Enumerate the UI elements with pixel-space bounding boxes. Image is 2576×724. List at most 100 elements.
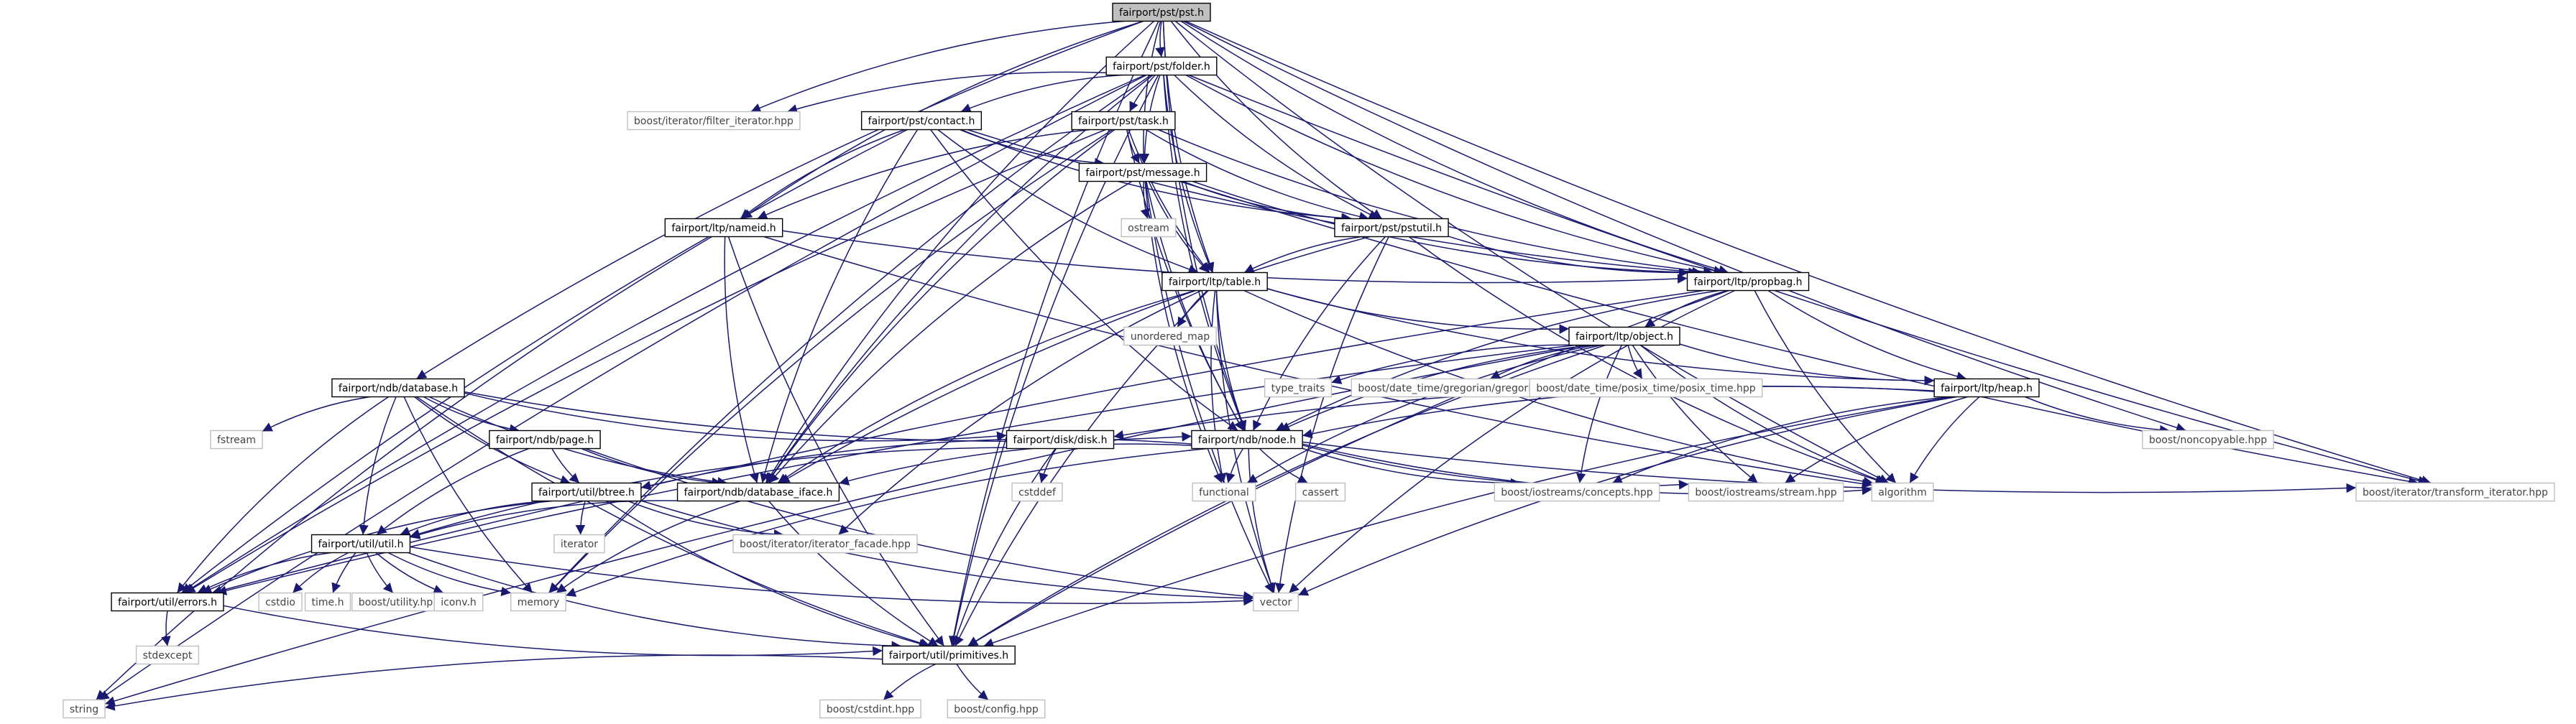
- graph-node-pstutil[interactable]: fairport/pst/pstutil.h: [1334, 218, 1449, 238]
- edge-message-to-db-iface: [768, 180, 1133, 483]
- graph-node-util[interactable]: fairport/util/util.h: [310, 534, 411, 554]
- node-box: [1006, 430, 1115, 450]
- edge-folder-to-db-iface: [766, 74, 1154, 483]
- edge-object-to-gregorian: [1489, 344, 1596, 380]
- edge-btree-to-errors: [201, 500, 553, 594]
- edge-database-to-memory: [403, 396, 533, 594]
- edge-contact-to-propbag: [967, 129, 1702, 277]
- edge-db-iface-to-primitives: [768, 501, 939, 647]
- edge-table-to-unordered-map: [1177, 289, 1208, 328]
- graph-node-object[interactable]: fairport/ltp/object.h: [1568, 326, 1680, 346]
- edge-database-to-errors: [176, 396, 389, 593]
- graph-node-errors[interactable]: fairport/util/errors.h: [111, 592, 224, 612]
- edge-object-to-errors: [216, 344, 1576, 595]
- graph-node-contact[interactable]: fairport/pst/contact.h: [860, 111, 983, 131]
- node-label: fairport/pst/task.h: [1078, 116, 1169, 127]
- graph-node-page[interactable]: fairport/ndb/page.h: [489, 430, 601, 450]
- edge-folder-to-primitives: [949, 75, 1159, 646]
- node-box: [1112, 2, 1211, 22]
- node-box: [1264, 378, 1333, 398]
- edge-node-to-functional: [1225, 448, 1244, 483]
- node-label: boost/cstdint.hpp: [827, 704, 914, 715]
- graph-node-primitives[interactable]: fairport/util/primitives.h: [882, 645, 1016, 665]
- graph-node-database[interactable]: fairport/ndb/database.h: [331, 378, 465, 398]
- edge-db-iface-to-util: [410, 500, 690, 539]
- edge-util-to-vector: [410, 546, 1254, 606]
- node-box: [1688, 482, 1844, 502]
- edge-util-to-memory: [387, 552, 512, 597]
- graph-node-heap[interactable]: fairport/ltp/heap.h: [1933, 378, 2040, 398]
- node-box: [2355, 482, 2555, 502]
- graph-node-btree[interactable]: fairport/util/btree.h: [531, 482, 642, 502]
- graph-node-iconv: iconv.h: [433, 592, 484, 612]
- edge-page-to-vector: [584, 447, 1254, 601]
- node-box: [331, 378, 465, 398]
- node-box: [258, 592, 303, 612]
- graph-node-db-iface[interactable]: fairport/ndb/database_iface.h: [676, 482, 840, 502]
- node-box: [1162, 272, 1268, 292]
- graph-node-utility: boost/utility.hpp: [351, 592, 446, 612]
- graph-node-cstdint: boost/cstdint.hpp: [819, 699, 921, 719]
- graph-node-stream: boost/iostreams/stream.hpp: [1688, 482, 1844, 502]
- node-box: [1686, 272, 1810, 292]
- edge-heap-to-stream: [1785, 396, 1968, 484]
- edge-table-to-object: [1266, 288, 1570, 334]
- graph-node-memory: memory: [510, 592, 566, 612]
- graph-node-unordered-map: unordered_map: [1123, 326, 1217, 346]
- edge-task-to-pstutil: [1145, 129, 1369, 222]
- node-box: [627, 111, 801, 131]
- edge-folder-to-memory: [548, 74, 1151, 594]
- edge-util-to-time: [331, 552, 356, 593]
- graph-node-propbag[interactable]: fairport/ltp/propbag.h: [1686, 272, 1810, 292]
- edge-node-to-cassert: [1259, 447, 1308, 484]
- graph-node-task[interactable]: fairport/pst/task.h: [1071, 111, 1176, 131]
- node-box: [433, 592, 484, 612]
- node-label: fstream: [217, 435, 256, 446]
- edge-database-to-db-iface: [428, 396, 727, 487]
- graph-node-disk[interactable]: fairport/disk/disk.h: [1006, 430, 1115, 450]
- edge-disk-to-primitives: [952, 448, 1057, 646]
- graph-node-pst[interactable]: fairport/pst/pst.h: [1112, 2, 1211, 22]
- node-label: unordered_map: [1131, 331, 1210, 343]
- edge-pst-to-propbag: [1180, 20, 1729, 275]
- graph-node-node[interactable]: fairport/ndb/node.h: [1191, 430, 1303, 450]
- node-label: type_traits: [1271, 383, 1325, 394]
- node-label: stdexcept: [143, 650, 193, 662]
- node-box: [1253, 592, 1299, 612]
- edge-task-to-db-iface: [766, 129, 1116, 483]
- edge-page-to-btree: [551, 448, 580, 484]
- graph-node-message[interactable]: fairport/pst/message.h: [1078, 162, 1208, 182]
- node-label: string: [70, 704, 98, 715]
- node-box: [947, 699, 1046, 719]
- edge-pst-to-algorithm: [1174, 20, 1890, 484]
- node-box: [1494, 482, 1660, 502]
- edge-node-to-concepts: [1302, 447, 1521, 488]
- edge-heap-to-noncopyable: [2025, 396, 2170, 435]
- graph-node-cstddef: cstddef: [1011, 482, 1063, 502]
- graph-node-nameid[interactable]: fairport/ltp/nameid.h: [664, 218, 783, 238]
- edge-database-to-fstream: [262, 396, 371, 432]
- edge-folder-to-pstutil: [1174, 74, 1379, 220]
- edge-pst-to-database: [415, 20, 1144, 380]
- node-box: [304, 592, 351, 612]
- node-label: fairport/pst/message.h: [1085, 167, 1200, 179]
- graph-node-vector: vector: [1253, 592, 1299, 612]
- edge-util-to-errors: [197, 552, 331, 594]
- graph-node-noncopyable: boost/noncopyable.hpp: [2142, 430, 2274, 450]
- edge-heap-to-vector: [1297, 396, 1957, 596]
- edge-pst-to-primitives: [949, 21, 1159, 646]
- edge-primitives-to-config: [956, 664, 989, 701]
- graph-node-transform-it: boost/iterator/transform_iterator.hpp: [2355, 482, 2555, 502]
- graph-node-iterator: iterator: [553, 534, 605, 554]
- edge-node-to-vector: [1248, 448, 1276, 593]
- edge-primitives-to-string: [104, 654, 883, 711]
- node-box: [135, 645, 200, 665]
- edge-database-to-util: [359, 396, 397, 535]
- node-label: boost/config.hpp: [954, 704, 1039, 715]
- graph-node-time: time.h: [304, 592, 351, 612]
- graph-node-folder[interactable]: fairport/pst/folder.h: [1105, 56, 1218, 76]
- graph-node-table[interactable]: fairport/ltp/table.h: [1162, 272, 1268, 292]
- node-label: cstdio: [265, 597, 295, 608]
- edge-util-to-iconv: [375, 552, 444, 594]
